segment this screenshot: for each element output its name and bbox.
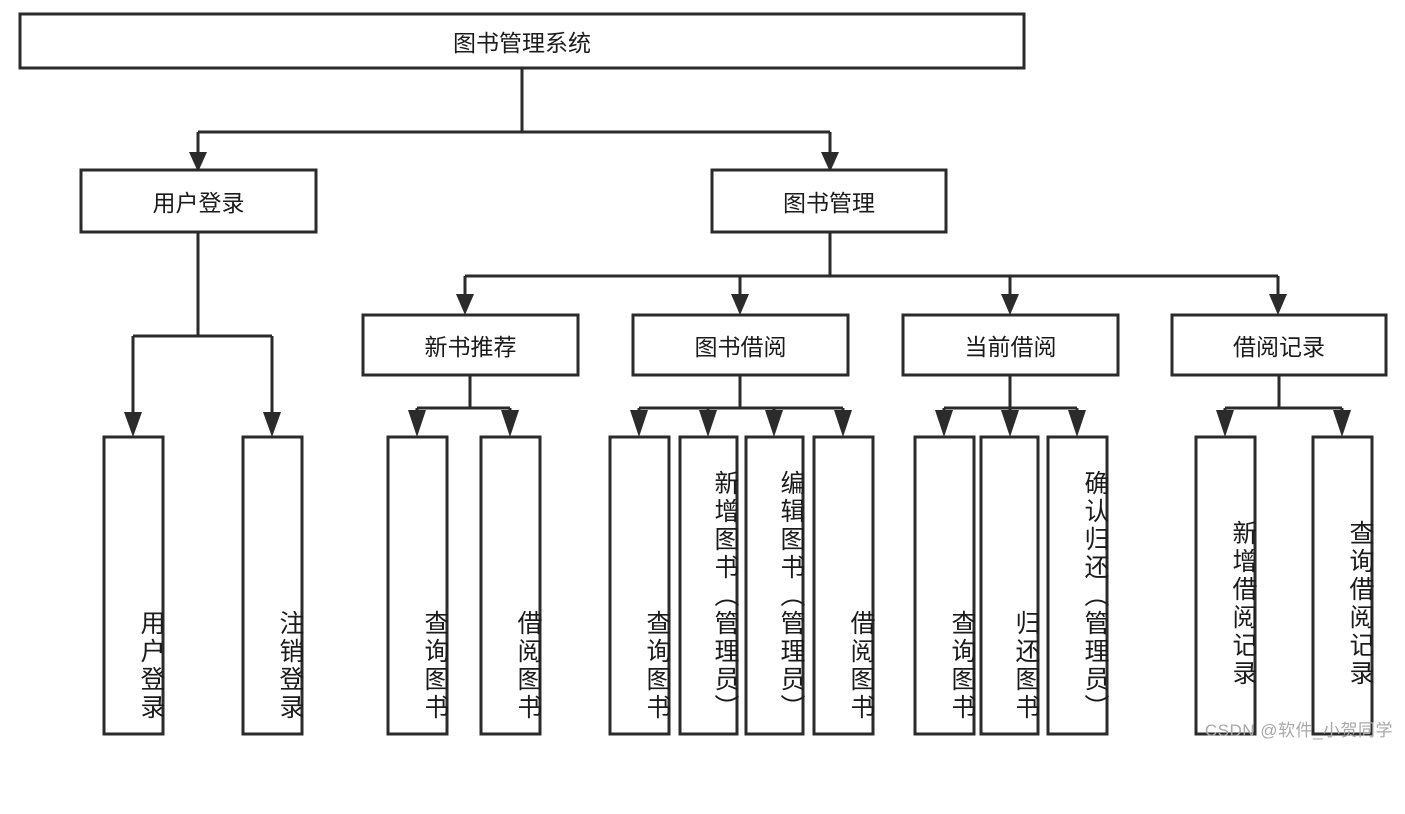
arrow-head-new-book-rec [456, 294, 474, 315]
node-box-leaf-rec-add[interactable] [1194, 435, 1257, 736]
node-box-leaf-borrow-query[interactable] [608, 435, 671, 736]
arrow-head-leaf-user-logout [263, 412, 281, 437]
node-box-borrow-record[interactable] [1170, 313, 1388, 377]
node-box-leaf-borrow-add[interactable] [678, 435, 739, 736]
diagram-canvas [18, 12, 1388, 736]
node-box-leaf-user-logout[interactable] [241, 435, 304, 736]
node-box-leaf-rec-borrow[interactable] [479, 435, 542, 736]
node-box-root[interactable] [18, 12, 1026, 70]
node-box-leaf-cur-confirm[interactable] [1046, 435, 1109, 736]
arrow-head-book-borrow [731, 294, 749, 315]
arrow-head-leaf-rec-query [408, 410, 426, 437]
connectors-root-to-level1 [189, 68, 839, 172]
arrow-head-book-manage [821, 152, 839, 172]
arrow-head-leaf-user-login [124, 412, 142, 437]
arrow-head-leaf-cur-query [935, 410, 953, 437]
connectors-current-borrow-to-leaves [935, 375, 1086, 437]
node-box-leaf-borrow-lend[interactable] [812, 435, 875, 736]
node-box-new-book-rec[interactable] [361, 313, 580, 377]
connectors-borrow-record-to-leaves [1216, 375, 1351, 437]
node-box-leaf-rec-search[interactable] [1311, 435, 1374, 736]
watermark-text: CSDN @软件_小贺同学 [1204, 721, 1393, 740]
org-chart-diagram: 图书管理系统 用户登录 图书管理 新书推荐 图书借阅 当前借阅 借阅记录 用户登… [18, 12, 1393, 740]
arrow-head-user-login [189, 152, 207, 172]
connectors-book-manage-to-level2 [456, 232, 1287, 315]
arrow-head-leaf-rec-borrow [501, 410, 519, 437]
arrow-head-borrow-record [1269, 294, 1287, 315]
arrow-head-leaf-borrow-lend [834, 410, 852, 437]
node-box-user-login[interactable] [79, 168, 318, 234]
arrow-head-leaf-cur-confirm [1068, 410, 1086, 437]
node-box-book-manage[interactable] [710, 168, 948, 234]
node-box-leaf-cur-return[interactable] [979, 435, 1040, 736]
arrow-head-leaf-borrow-add [699, 410, 717, 437]
connectors-new-book-rec-to-leaves [408, 375, 519, 437]
node-box-leaf-rec-query[interactable] [386, 435, 449, 736]
node-box-leaf-cur-query[interactable] [913, 435, 976, 736]
node-box-current-borrow[interactable] [901, 313, 1120, 377]
arrow-head-leaf-cur-return [1001, 410, 1019, 437]
arrow-head-leaf-borrow-query [630, 410, 648, 437]
node-box-leaf-borrow-edit[interactable] [744, 435, 805, 736]
node-box-leaf-user-login[interactable] [102, 435, 165, 736]
arrow-head-leaf-rec-search [1333, 410, 1351, 437]
arrow-head-leaf-borrow-edit [765, 410, 783, 437]
node-box-book-borrow[interactable] [631, 313, 850, 377]
connectors-book-borrow-to-leaves [630, 375, 852, 437]
arrow-head-current-borrow [1001, 294, 1019, 315]
connectors-user-login-to-leaves [124, 232, 281, 437]
arrow-head-leaf-rec-add [1216, 410, 1234, 437]
